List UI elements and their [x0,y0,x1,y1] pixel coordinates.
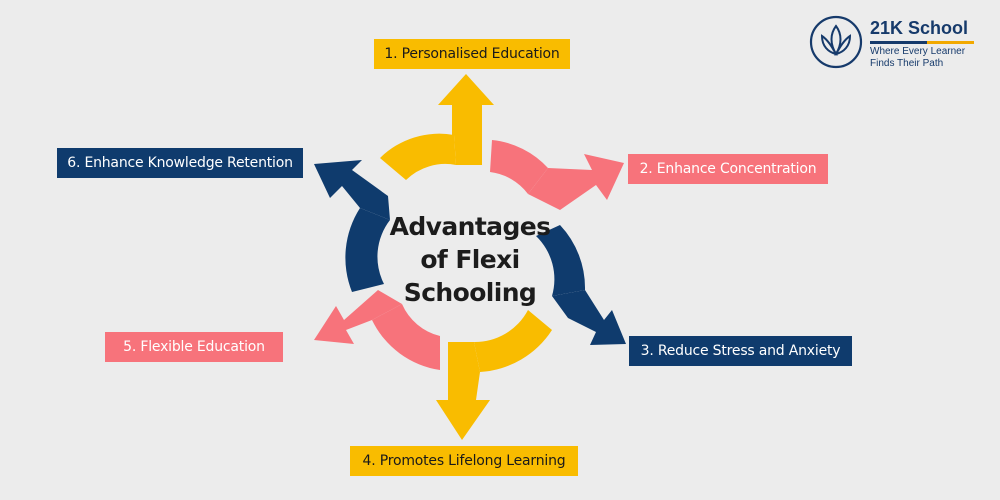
brand-underline [870,41,974,44]
diagram-title: Advantages of Flexi Schooling [380,210,560,309]
title-line-2: of Flexi [420,245,520,274]
item-label-6: 6. Enhance Knowledge Retention [57,148,303,178]
segment-4-arrow [436,310,552,440]
segment-6-arrow [314,160,390,292]
segment-5-arrow [314,290,440,370]
brand-logo: 21K School Where Every Learner Finds The… [808,14,988,74]
item-label-2: 2. Enhance Concentration [628,154,828,184]
item-label-4: 4. Promotes Lifelong Learning [350,446,578,476]
segment-3-arrow [536,225,626,345]
lotus-icon [809,15,863,69]
title-line-3: Schooling [403,278,537,307]
item-label-5: 5. Flexible Education [105,332,283,362]
brand-tagline: Where Every Learner Finds Their Path [870,46,965,70]
title-line-1: Advantages [389,212,551,241]
tagline-line-1: Where Every Learner [870,46,966,57]
brand-name: 21K School [870,18,969,38]
segment-2-arrow [490,140,624,210]
item-label-3: 3. Reduce Stress and Anxiety [629,336,852,366]
tagline-line-2: Finds Their Path [870,58,944,69]
segment-1-arrow [380,74,494,180]
item-label-1: 1. Personalised Education [374,39,570,69]
